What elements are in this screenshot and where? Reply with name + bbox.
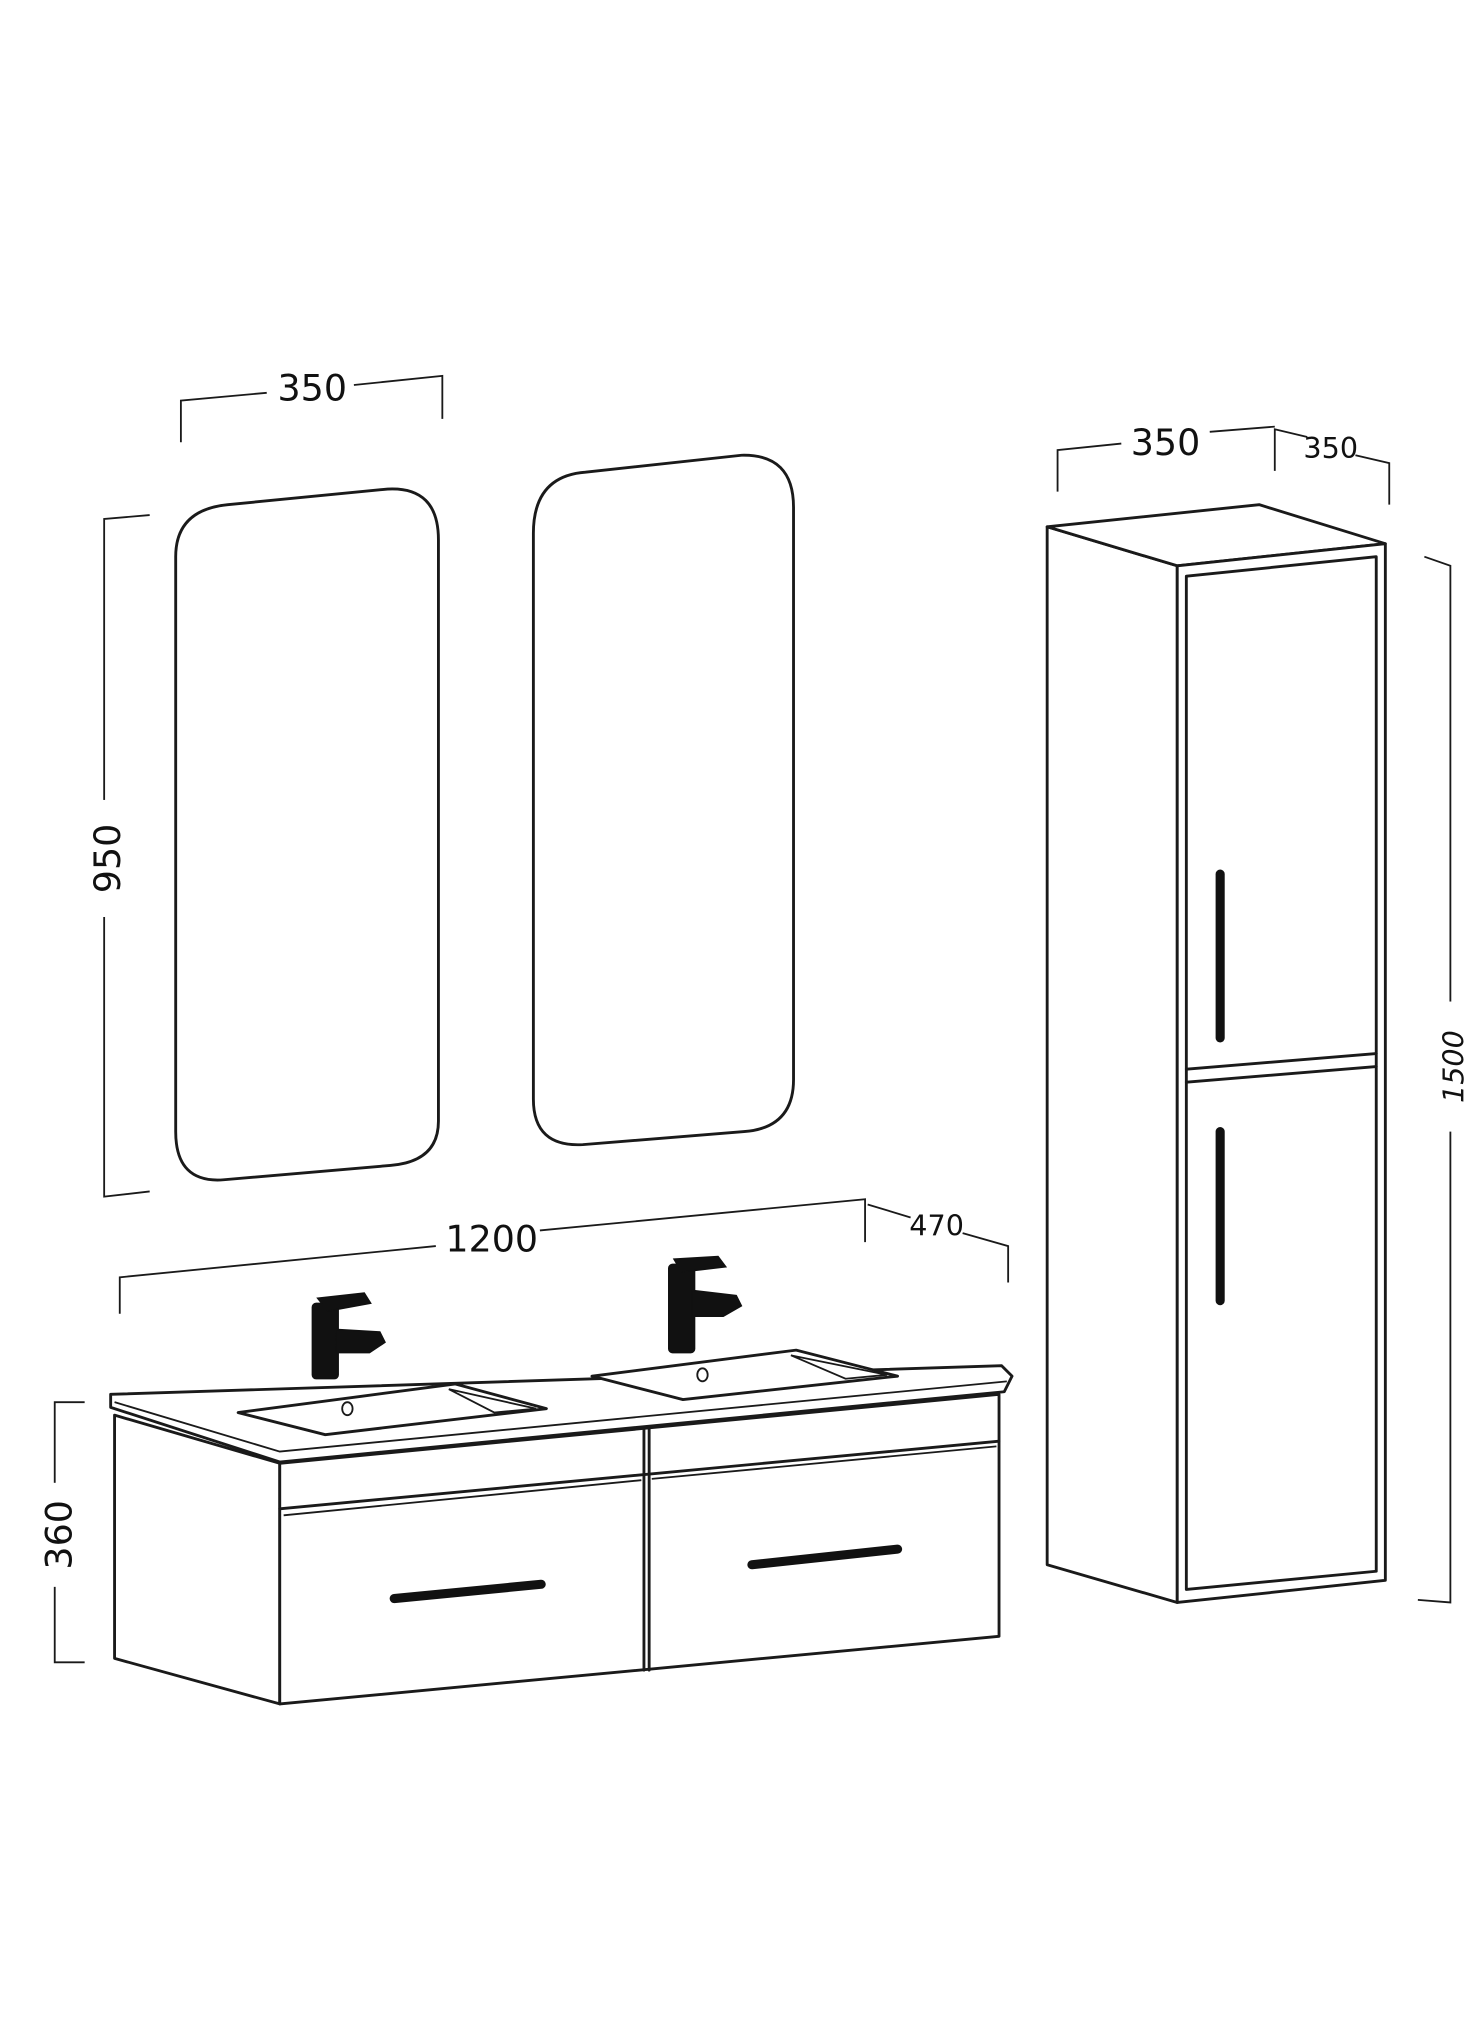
tall-cabinet-width-dimension: 350 [1056,421,1275,492]
vanity-height-dimension: 360 [38,1401,85,1664]
vanity-front [278,1392,1001,1706]
tall-cabinet-width-label: 350 [1131,421,1201,464]
countertop [109,1364,1014,1464]
mirror-height-label: 950 [86,824,129,894]
vanity-unit [109,1255,1014,1706]
faucet-left [311,1292,386,1380]
tall-cabinet-depth-dimension: 350 [1273,428,1391,505]
tall-cabinet-height-label: 1500 [1436,1030,1470,1103]
tall-cabinet [1045,503,1387,1604]
tall-cabinet-height-dimension: 1500 [1417,555,1470,1604]
vanity-depth-label: 470 [909,1209,964,1243]
faucet-right [668,1255,743,1354]
vanity-side [113,1413,282,1706]
vanity-height-label: 360 [38,1500,81,1570]
tall-cabinet-depth-label: 350 [1303,431,1358,465]
basin-left [236,1382,548,1437]
mirror-width-dimension: 350 [179,367,444,443]
drawer-handle-left [389,1579,546,1604]
mirror-width-label: 350 [278,367,348,410]
vanity-width-label: 1200 [445,1217,538,1260]
tall-cabinet-side [1045,525,1179,1604]
vanity-width-dimension: 1200 [118,1198,866,1314]
mirror-right [531,453,795,1147]
mirror-left [174,487,440,1182]
drawer-handle-right [747,1544,903,1570]
basin-right [590,1348,900,1401]
vanity-depth-dimension: 470 [867,1203,1010,1283]
mirror-height-dimension: 950 [86,514,150,1198]
